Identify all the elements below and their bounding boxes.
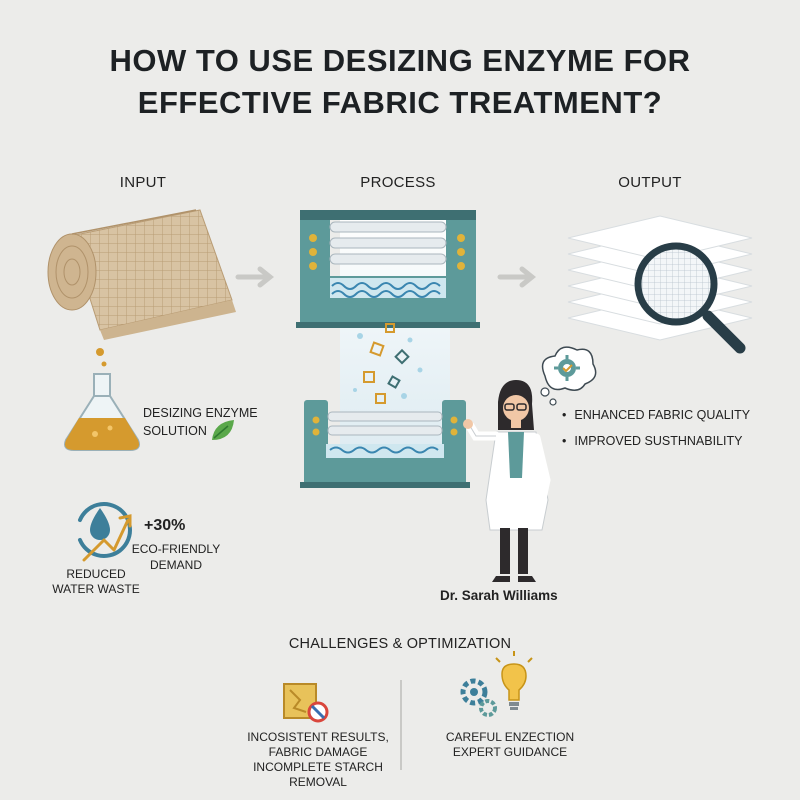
enzyme-line-1: DESIZING ENZYME — [143, 406, 258, 420]
problem-item: INCOMPLETE STARCH REMOVAL — [253, 760, 383, 789]
flask-icon — [64, 348, 140, 451]
problem-item: INCOSISTENT RESULTS, — [247, 730, 389, 744]
output-heading: OUTPUT — [618, 174, 682, 191]
demand-line-1: ECO-FRIENDLY — [131, 542, 221, 556]
scientist-figure — [463, 380, 551, 582]
water-line-1: REDUCED — [66, 567, 126, 581]
demand-value: +30% — [144, 517, 186, 534]
desizing-machine-bottom-icon — [300, 400, 470, 488]
enzyme-particles-icon — [353, 323, 423, 404]
input-heading: INPUT — [119, 174, 167, 191]
water-waste-label: REDUCED WATER WASTE — [36, 567, 156, 597]
expert-name: Dr. Sarah Williams — [440, 588, 558, 603]
arrow-right-icon — [497, 266, 537, 288]
section-divider — [400, 680, 402, 770]
water-line-2: WATER WASTE — [52, 582, 140, 596]
thought-bubble-gear-icon — [540, 346, 597, 406]
arrow-right-icon — [235, 266, 275, 288]
outcome-list: ENHANCED FABRIC QUALITY IMPROVED SUSTHNA… — [562, 402, 750, 454]
process-heading: PROCESS — [360, 174, 436, 191]
challenges-title: CHALLENGES & OPTIMIZATION — [288, 636, 512, 652]
solution-item: CAREFUL ENZECTION — [445, 730, 575, 744]
enzyme-solution-label: DESIZING ENZYME SOLUTION — [143, 404, 258, 440]
solutions-list: CAREFUL ENZECTION EXPERT GUIDANCE — [420, 730, 600, 760]
leaf-vein — [213, 425, 229, 439]
title-line-2: EFFECTIVE FABRIC TREATMENT? — [137, 85, 663, 120]
problem-item: FABRIC DAMAGE — [268, 745, 368, 759]
outcome-item: IMPROVED SUSTHNABILITY — [562, 428, 750, 454]
desizing-machine-top-icon — [296, 210, 480, 328]
solution-item: EXPERT GUIDANCE — [452, 745, 568, 759]
fabric-roll-icon — [47, 209, 236, 340]
magnifying-glass-icon — [634, 242, 746, 354]
fabric-damage-icon — [283, 683, 329, 723]
page-title: HOW TO USE DESIZING ENZYME FOR EFFECTIVE… — [0, 40, 800, 124]
outcome-item: ENHANCED FABRIC QUALITY — [562, 402, 750, 428]
title-line-1: HOW TO USE DESIZING ENZYME FOR — [109, 43, 691, 78]
demand-line-2: DEMAND — [149, 558, 202, 572]
enzyme-line-2: SOLUTION — [143, 424, 207, 438]
problems-list: INCOSISTENT RESULTS, FABRIC DAMAGE INCOM… — [228, 730, 408, 790]
water-drop-growth-icon — [78, 502, 132, 562]
demand-label: ECO-FRIENDLY DEMAND — [126, 541, 226, 573]
gears-lightbulb-icon — [460, 651, 533, 717]
